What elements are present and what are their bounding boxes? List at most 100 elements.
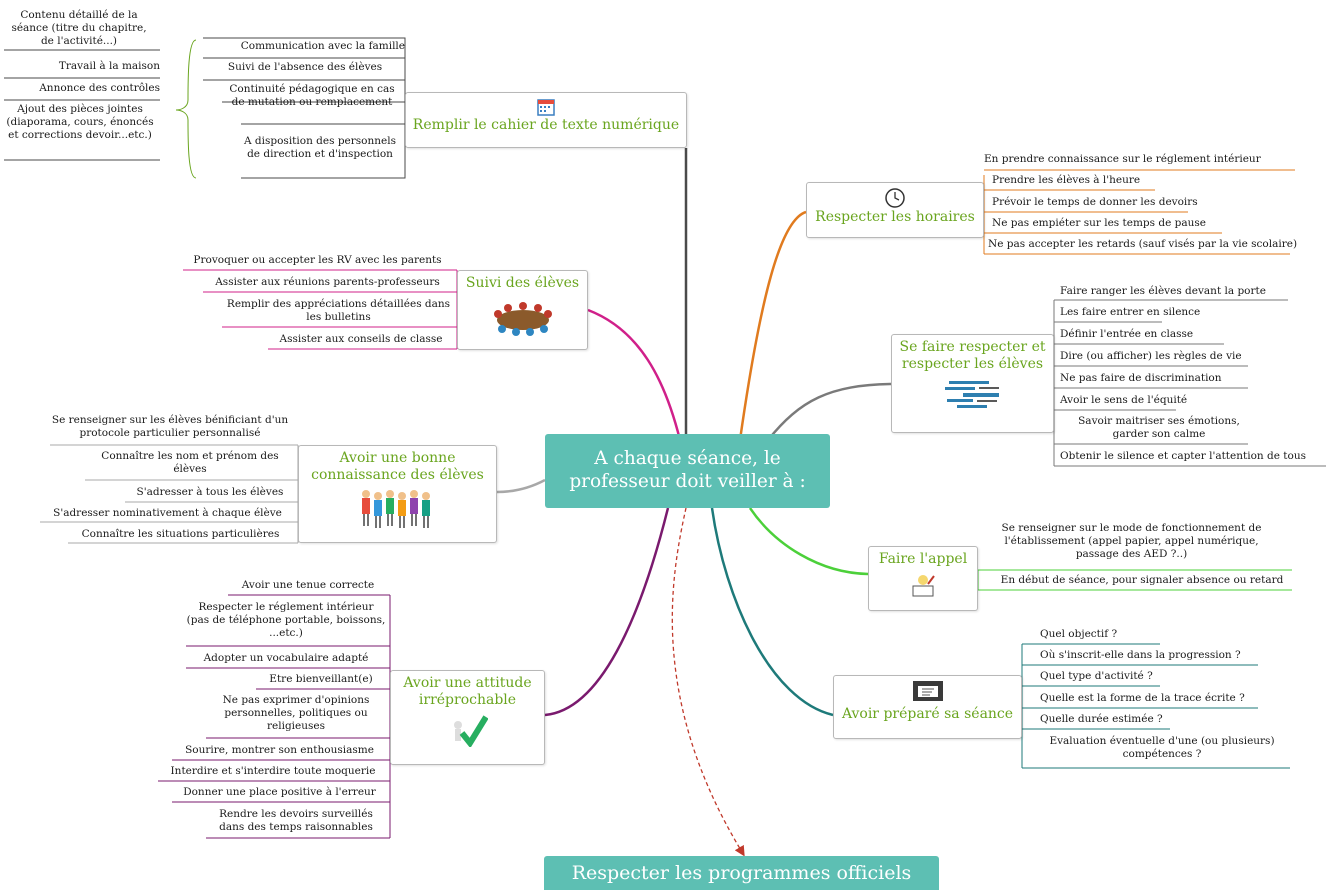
attitude-item[interactable]: Etre bienveillant(e) [256, 673, 386, 686]
branch-seance [710, 507, 834, 717]
attitude-item[interactable]: Respecter le réglement intérieur (pas de… [186, 601, 386, 640]
cahier-subitem[interactable]: Annonce des contrôles [4, 82, 160, 95]
horaires-item[interactable]: Prendre les élèves à l'heure [992, 174, 1162, 187]
writing-icon [912, 575, 935, 597]
leaf-text: Se renseigner sur le mode de fonctionnem… [1001, 522, 1262, 560]
clock-icon [885, 188, 905, 208]
respect-item[interactable]: Avoir le sens de l'équité [1060, 394, 1187, 407]
leaf-text: Quelle durée estimée ? [1040, 713, 1163, 725]
leaf-text: Respecter le réglement intérieur (pas de… [186, 601, 386, 639]
suivi-item[interactable]: Remplir des appréciations détaillées dan… [222, 298, 455, 324]
leaf-text: Prévoir le temps de donner les devoirs [992, 196, 1198, 208]
leaf-text: Savoir maitriser ses émotions, garder so… [1078, 415, 1240, 440]
seance-item[interactable]: Quel type d'activité ? [1040, 670, 1160, 683]
people-icon [361, 490, 430, 528]
cahier-item[interactable]: Suivi de l'absence des élèves [205, 61, 405, 74]
cahier-item[interactable]: Communication avec la famille [205, 40, 405, 53]
horaires-item[interactable]: Ne pas accepter les retards (sauf visés … [988, 238, 1298, 251]
attitude-item[interactable]: Avoir une tenue correcte [228, 579, 388, 592]
branch-attitude [544, 507, 670, 717]
leaf-text: Interdire et s'interdire toute moquerie [170, 765, 376, 777]
suivi-item[interactable]: Assister aux conseils de classe [266, 333, 456, 346]
checkmark-icon [453, 715, 488, 747]
leaf-text: S'adresser à tous les élèves [136, 486, 284, 498]
central-topic[interactable]: A chaque séance, le professeur doit veil… [545, 434, 830, 508]
attitude-item[interactable]: Rendre les devoirs surveillés dans des t… [206, 808, 386, 834]
connaissance-item[interactable]: Connaître les nom et prénom des élèves [85, 450, 295, 476]
leaf-text: Remplir des appréciations détaillées dan… [226, 298, 451, 323]
connaissance-item[interactable]: Se renseigner sur les élèves bénificiant… [50, 414, 290, 440]
cahier-item[interactable]: Continuité pédagogique en cas de mutatio… [222, 83, 402, 109]
topic-suivi[interactable]: Suivi des élèves [457, 270, 588, 350]
suivi-item[interactable]: Assister aux réunions parents-professeur… [200, 276, 455, 289]
leaf-text: Quelle est la forme de la trace écrite ? [1040, 692, 1245, 704]
topic-connaissance-label: Avoir une bonne connaissance des élèves [311, 450, 484, 483]
respect-item[interactable]: Les faire entrer en silence [1060, 306, 1200, 319]
cahier-item[interactable]: A disposition des personnels de directio… [240, 135, 400, 161]
respect-item[interactable]: Ne pas faire de discrimination [1060, 372, 1250, 385]
respect-leaf-lines [1053, 299, 1326, 467]
leaf-text: Dire (ou afficher) les règles de vie [1060, 350, 1242, 362]
cahier-subitem[interactable]: Travail à la maison [4, 60, 160, 73]
connaissance-item[interactable]: S'adresser à tous les élèves [125, 486, 295, 499]
seance-item[interactable]: Quelle durée estimée ? [1040, 713, 1180, 726]
seance-item[interactable]: Quelle est la forme de la trace écrite ? [1040, 692, 1260, 705]
topic-seance-label: Avoir préparé sa séance [841, 706, 1014, 722]
leaf-text: Quel objectif ? [1040, 628, 1118, 640]
suivi-item[interactable]: Provoquer ou accepter les RV avec les pa… [180, 254, 455, 267]
leaf-text: Quel type d'activité ? [1040, 670, 1153, 682]
attitude-item[interactable]: Donner une place positive à l'erreur [172, 786, 387, 799]
connaissance-item[interactable]: S'adresser nominativement à chaque élève [40, 507, 295, 520]
programmes-topic[interactable]: Respecter les programmes officiels [544, 856, 939, 890]
topic-appel[interactable]: Faire l'appel [868, 546, 978, 611]
leaf-text: Ne pas exprimer d'opinions personnelles,… [222, 694, 370, 732]
attitude-item[interactable]: Ne pas exprimer d'opinions personnelles,… [206, 694, 386, 733]
branch-horaires [738, 210, 807, 441]
branch-connaissance [496, 478, 546, 494]
respect-item[interactable]: Définir l'entrée en classe [1060, 328, 1230, 341]
respect-item[interactable]: Dire (ou afficher) les règles de vie [1060, 350, 1250, 363]
horaires-item[interactable]: En prendre connaissance sur le réglement… [984, 153, 1294, 166]
cahier-subitem[interactable]: Contenu détaillé de la séance (titre du … [4, 9, 154, 48]
topic-connaissance[interactable]: Avoir une bonne connaissance des élèves [298, 445, 497, 543]
respect-item[interactable]: Savoir maitriser ses émotions, garder so… [1064, 415, 1254, 441]
leaf-text: A disposition des personnels de directio… [244, 135, 396, 160]
leaf-text: Connaître les nom et prénom des élèves [101, 450, 279, 475]
seance-item[interactable]: Quel objectif ? [1040, 628, 1160, 641]
topic-cahier-label: Remplir le cahier de texte numérique [412, 117, 680, 133]
topic-cahier[interactable]: Remplir le cahier de texte numérique [405, 92, 687, 148]
topic-suivi-label: Suivi des élèves [465, 275, 580, 291]
topic-seance[interactable]: Avoir préparé sa séance [833, 675, 1022, 739]
topic-attitude-label: Avoir une attitude irréprochable [403, 675, 532, 708]
leaf-text: Provoquer ou accepter les RV avec les pa… [193, 254, 442, 266]
leaf-text: Faire ranger les élèves devant la porte [1060, 285, 1266, 297]
topic-respect[interactable]: Se faire respecter et respecter les élèv… [891, 334, 1054, 433]
seance-item[interactable]: Où s'inscrit-elle dans la progression ? [1040, 649, 1260, 662]
attitude-item[interactable]: Interdire et s'interdire toute moquerie [158, 765, 388, 778]
attitude-item[interactable]: Adopter un vocabulaire adapté [186, 652, 386, 665]
respect-item[interactable]: Obtenir le silence et capter l'attention… [1060, 450, 1326, 463]
appel-item[interactable]: Se renseigner sur le mode de fonctionnem… [994, 522, 1269, 561]
leaf-text: Assister aux conseils de classe [279, 333, 443, 345]
topic-horaires[interactable]: Respecter les horaires [806, 182, 984, 238]
cahier-leaf-lines [4, 37, 406, 179]
respect-item[interactable]: Faire ranger les élèves devant la porte [1060, 285, 1290, 298]
programmes-topic-label: Respecter les programmes officiels [571, 862, 912, 884]
cahier-subitem[interactable]: Ajout des pièces jointes (diaporama, cou… [2, 103, 158, 142]
seance-item[interactable]: Evaluation éventuelle d'une (ou plusieur… [1034, 735, 1290, 761]
leaf-text: En début de séance, pour signaler absenc… [1000, 574, 1284, 586]
topic-attitude[interactable]: Avoir une attitude irréprochable [390, 670, 545, 765]
horaires-item[interactable]: Prévoir le temps de donner les devoirs [992, 196, 1198, 209]
connaissance-item[interactable]: Connaître les situations particulières [68, 528, 293, 541]
leaf-text: Définir l'entrée en classe [1060, 328, 1194, 340]
branch-suivi [587, 308, 682, 441]
branch-respect [767, 382, 892, 441]
appel-item[interactable]: En début de séance, pour signaler absenc… [994, 574, 1290, 587]
branch-appel [748, 507, 869, 576]
leaf-text: S'adresser nominativement à chaque élève [53, 507, 282, 519]
programmes-arrow [671, 507, 745, 857]
central-topic-label: A chaque séance, le professeur doit veil… [569, 448, 806, 492]
leaf-text: Avoir une tenue correcte [241, 579, 375, 591]
horaires-item[interactable]: Ne pas empiéter sur les temps de pause [992, 217, 1222, 230]
attitude-item[interactable]: Sourire, montrer son enthousiasme [172, 744, 387, 757]
